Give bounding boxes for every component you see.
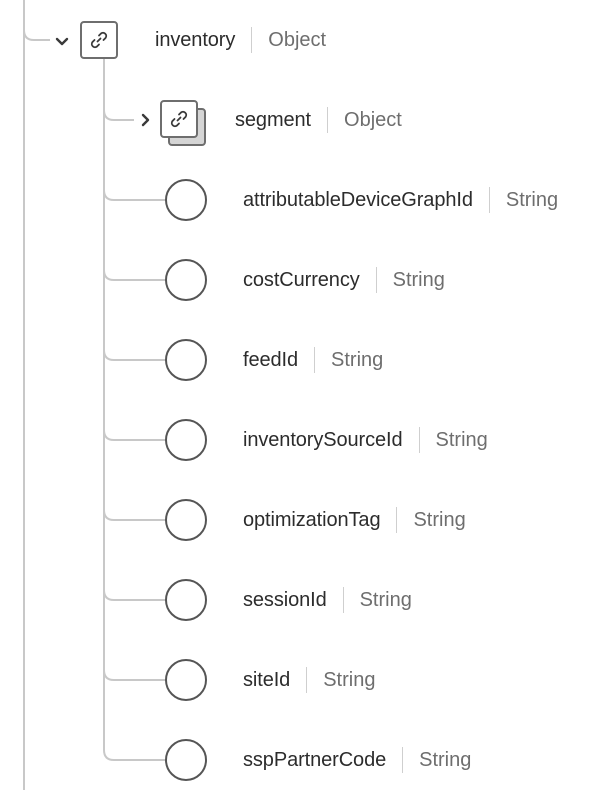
separator bbox=[306, 667, 308, 693]
field-name: costCurrency bbox=[243, 268, 360, 291]
field-name: inventorySourceId bbox=[243, 428, 403, 451]
field-name: sspPartnerCode bbox=[243, 748, 387, 771]
field-type: Object bbox=[344, 108, 402, 131]
field-name: attributableDeviceGraphId bbox=[243, 188, 473, 211]
field-type: String bbox=[359, 588, 412, 611]
separator bbox=[342, 587, 344, 613]
separator bbox=[314, 347, 316, 373]
separator bbox=[418, 427, 420, 453]
field-name: inventory bbox=[155, 28, 236, 51]
separator bbox=[327, 107, 329, 133]
tree-node-field[interactable]: sspPartnerCode String bbox=[243, 745, 471, 775]
link-icon bbox=[170, 110, 188, 128]
tree-node-field[interactable]: sessionId String bbox=[243, 585, 412, 615]
tree-node-root[interactable]: inventory Object bbox=[155, 25, 326, 55]
field-name: segment bbox=[235, 108, 312, 131]
field-type: Object bbox=[268, 28, 327, 51]
chevron-right-icon[interactable] bbox=[139, 113, 153, 127]
field-type: String bbox=[331, 348, 384, 371]
tree-node-segment[interactable]: segment Object bbox=[235, 105, 402, 135]
tree-node-field[interactable]: attributableDeviceGraphId String bbox=[243, 185, 558, 215]
field-type: String bbox=[392, 268, 445, 291]
field-name: feedId bbox=[243, 348, 299, 371]
separator bbox=[488, 187, 490, 213]
separator bbox=[251, 27, 253, 53]
separator bbox=[375, 267, 377, 293]
tree-node-field[interactable]: feedId String bbox=[243, 345, 383, 375]
field-type: String bbox=[435, 428, 488, 451]
field-type: String bbox=[323, 668, 376, 691]
field-circle-icon[interactable] bbox=[165, 579, 207, 621]
field-circle-icon[interactable] bbox=[165, 179, 207, 221]
link-icon bbox=[90, 31, 108, 49]
field-circle-icon[interactable] bbox=[165, 339, 207, 381]
field-circle-icon[interactable] bbox=[165, 739, 207, 781]
tree-node-field[interactable]: costCurrency String bbox=[243, 265, 445, 295]
field-circle-icon[interactable] bbox=[165, 659, 207, 701]
field-name: sessionId bbox=[243, 588, 327, 611]
field-circle-icon[interactable] bbox=[165, 419, 207, 461]
tree-node-field[interactable]: optimizationTag String bbox=[243, 505, 466, 535]
field-circle-icon[interactable] bbox=[165, 259, 207, 301]
field-name: siteId bbox=[243, 668, 291, 691]
field-type: String bbox=[413, 508, 466, 531]
tree-node-field[interactable]: siteId String bbox=[243, 665, 375, 695]
object-node-icon[interactable] bbox=[80, 21, 118, 59]
object-stack-node-icon[interactable] bbox=[160, 100, 206, 146]
tree-node-field[interactable]: inventorySourceId String bbox=[243, 425, 488, 455]
field-circle-icon[interactable] bbox=[165, 499, 207, 541]
chevron-down-icon[interactable] bbox=[55, 35, 69, 49]
field-name: optimizationTag bbox=[243, 508, 381, 531]
object-node-icon bbox=[160, 100, 198, 138]
separator bbox=[396, 507, 398, 533]
field-type: String bbox=[505, 188, 559, 211]
separator bbox=[402, 747, 404, 773]
field-type: String bbox=[419, 748, 472, 771]
